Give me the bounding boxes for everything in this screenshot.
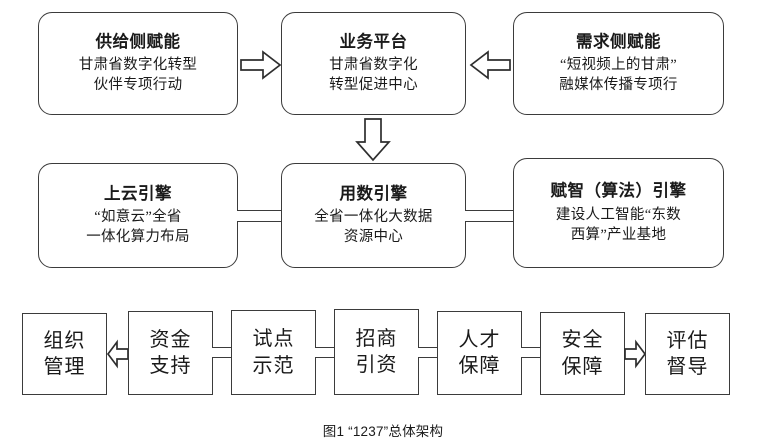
node-measure-pilot[interactable]: 试点 示范 (231, 310, 316, 395)
node-subtitle: 甘肃省数字化转型 伙伴专项行动 (79, 55, 197, 95)
node-subtitle-line2: 西算”产业基地 (570, 226, 667, 243)
node-subtitle-line1: 甘肃省数字化转型 (78, 57, 198, 74)
node-subtitle: “如意云”全省 一体化算力布局 (86, 207, 190, 247)
node-subtitle-line1: 建设人工智能“东数 (555, 206, 682, 223)
node-title: 上云引擎 (104, 183, 172, 203)
node-measure-organization[interactable]: 组织 管理 (22, 313, 107, 395)
node-subtitle-line2: 融媒体传播专项行 (559, 77, 678, 94)
measure-label-line1: 人才 (458, 328, 501, 351)
node-subtitle: 甘肃省数字化 转型促进中心 (329, 55, 418, 95)
node-measure-talent[interactable]: 人才 保障 (437, 311, 522, 395)
node-subtitle-line2: 转型促进中心 (329, 77, 418, 94)
measure-label-line2: 保障 (561, 355, 604, 378)
node-business-platform[interactable]: 业务平台 甘肃省数字化 转型促进中心 (281, 12, 466, 115)
node-measure-investment[interactable]: 招商 引资 (334, 309, 419, 395)
arrow-left-icon-funding-to-organization (106, 339, 129, 369)
measure-label-line1: 安全 (561, 329, 604, 352)
node-supply-side-enablement[interactable]: 供给侧赋能 甘肃省数字化转型 伙伴专项行动 (38, 12, 238, 115)
arrow-right-icon-supply-to-platform (240, 50, 282, 80)
measure-label: 安全 保障 (562, 327, 604, 380)
node-subtitle-line2: 伙伴专项行动 (93, 77, 183, 94)
pipe-connector-talent-to-security (521, 347, 541, 358)
measure-label-line2: 引资 (355, 354, 398, 376)
arrow-right-icon-security-to-evaluation (624, 339, 647, 369)
pipe-connector-cloud-to-data (237, 210, 283, 222)
node-subtitle-line1: “短视频上的甘肃” (559, 57, 678, 74)
node-title: 赋智（算法）引擎 (550, 181, 687, 201)
node-title: 业务平台 (339, 31, 408, 51)
measure-label: 试点 示范 (253, 326, 295, 379)
node-subtitle-line2: 一体化算力布局 (86, 229, 190, 246)
node-measure-funding[interactable]: 资金 支持 (128, 311, 213, 395)
node-subtitle-line1: 全省一体化大数据 (314, 209, 433, 226)
measure-label: 资金 支持 (150, 327, 192, 380)
node-subtitle: “短视频上的甘肃” 融媒体传播专项行 (559, 55, 677, 95)
measure-label-line1: 试点 (252, 328, 295, 351)
measure-label: 招商 引资 (356, 326, 398, 379)
node-measure-security[interactable]: 安全 保障 (540, 312, 625, 395)
measure-label-line2: 督导 (666, 356, 709, 378)
node-subtitle: 全省一体化大数据 资源中心 (314, 207, 432, 247)
arrow-left-icon-demand-to-platform (469, 50, 511, 80)
node-title: 供给侧赋能 (95, 31, 181, 51)
measure-label: 人才 保障 (459, 327, 501, 380)
pipe-connector-investment-to-talent (418, 347, 438, 358)
measure-label-line2: 保障 (458, 355, 501, 377)
node-intelligence-engine[interactable]: 赋智（算法）引擎 建设人工智能“东数 西算”产业基地 (513, 158, 724, 268)
node-subtitle-line2: 资源中心 (343, 229, 404, 246)
node-cloud-engine[interactable]: 上云引擎 “如意云”全省 一体化算力布局 (38, 163, 238, 268)
pipe-connector-data-to-intelligence (465, 210, 515, 222)
node-subtitle-line1: “如意云”全省 (94, 209, 182, 226)
node-title: 需求侧赋能 (576, 31, 661, 51)
node-measure-evaluation[interactable]: 评估 督导 (645, 313, 730, 395)
pipe-connector-pilot-to-investment (315, 347, 335, 358)
pipe-connector-funding-to-pilot (212, 347, 232, 358)
node-subtitle-line1: 甘肃省数字化 (329, 57, 418, 74)
measure-label-line2: 示范 (252, 354, 295, 377)
measure-label-line1: 招商 (355, 327, 398, 350)
arrow-down-icon-platform-to-data-engine (355, 118, 391, 162)
node-data-engine[interactable]: 用数引擎 全省一体化大数据 资源中心 (281, 163, 466, 268)
node-title: 用数引擎 (339, 183, 408, 203)
measure-label-line2: 支持 (149, 355, 192, 377)
node-subtitle: 建设人工智能“东数 西算”产业基地 (556, 205, 681, 245)
measure-label: 评估 督导 (667, 328, 709, 381)
figure-caption: 图1 “1237”总体架构 (322, 424, 444, 439)
measure-label-line1: 组织 (43, 329, 86, 352)
measure-label-line1: 评估 (666, 329, 709, 352)
measure-label: 组织 管理 (44, 328, 86, 381)
measure-label-line2: 管理 (43, 356, 86, 378)
node-demand-side-enablement[interactable]: 需求侧赋能 “短视频上的甘肃” 融媒体传播专项行 (513, 12, 724, 115)
measure-label-line1: 资金 (149, 328, 192, 351)
